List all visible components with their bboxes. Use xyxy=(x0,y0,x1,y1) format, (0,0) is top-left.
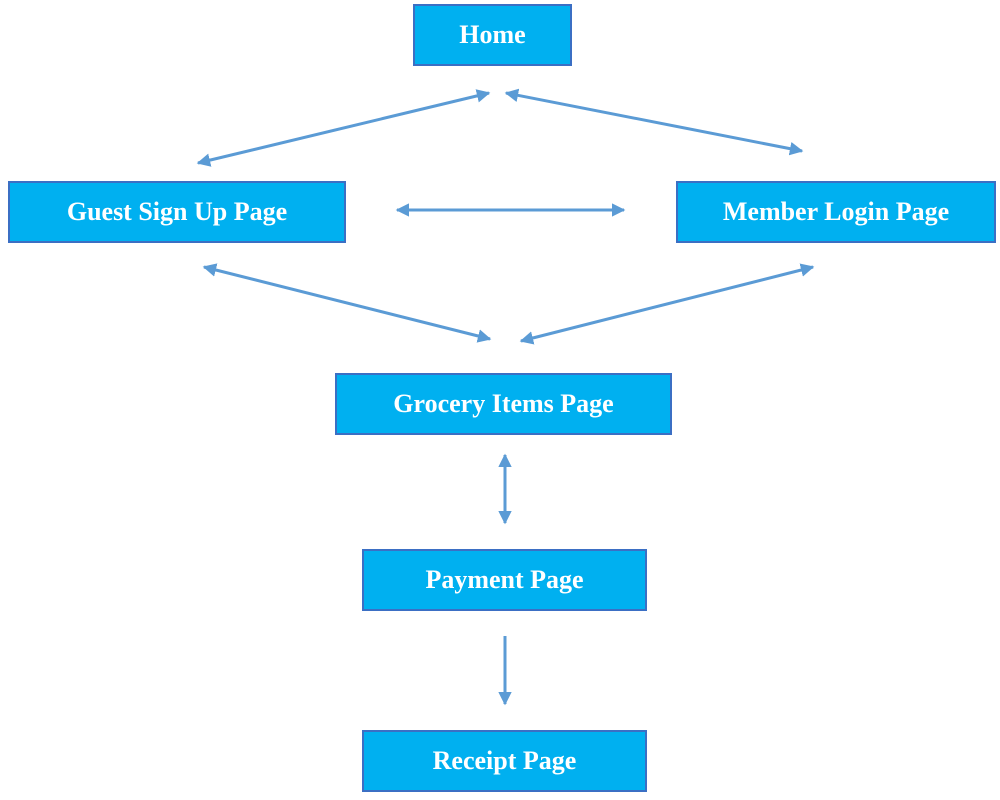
arrow-home-member xyxy=(504,88,804,156)
receipt-node: Receipt Page xyxy=(362,730,647,792)
grocery-items-node-label: Grocery Items Page xyxy=(393,389,614,418)
grocery-items-node: Grocery Items Page xyxy=(335,373,672,435)
guest-sign-up-node: Guest Sign Up Page xyxy=(8,181,346,243)
arrow-home-guest xyxy=(196,89,491,167)
member-login-node-label: Member Login Page xyxy=(722,197,950,226)
guest-sign-up-node-label: Guest Sign Up Page xyxy=(66,197,288,226)
payment-node: Payment Page xyxy=(362,549,647,611)
arrow-member-grocery xyxy=(519,263,815,345)
arrow-guest-grocery xyxy=(202,263,492,343)
member-login-node: Member Login Page xyxy=(676,181,996,243)
home-node-label: Home xyxy=(459,20,526,49)
payment-node-label: Payment Page xyxy=(425,565,584,594)
home-node: Home xyxy=(413,4,572,66)
receipt-node-label: Receipt Page xyxy=(432,746,577,775)
